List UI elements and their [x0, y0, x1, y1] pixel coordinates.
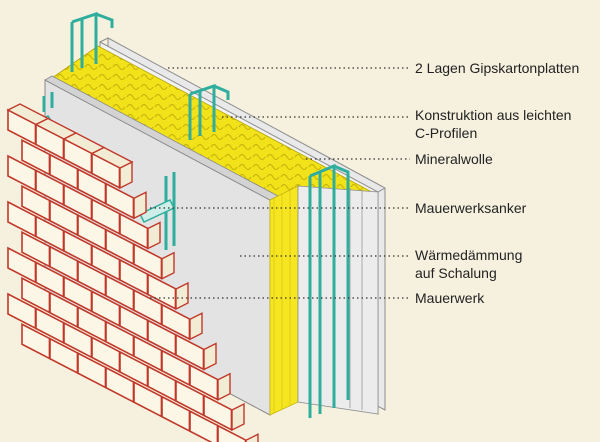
c-profiles [42, 11, 350, 418]
label-c-profiles-line2: C-Profilen [415, 125, 478, 141]
gypsum-board-edges [297, 185, 379, 415]
brick-end-face [175, 281, 189, 311]
brick-end-face [245, 433, 259, 442]
brick-end-face [189, 312, 203, 341]
masonry-bricks [6, 103, 259, 442]
brick-end-face [133, 191, 147, 220]
brick-top-face [90, 146, 134, 169]
label-wall-anchor: Mauerwerksanker [415, 200, 527, 216]
brick [189, 409, 219, 442]
brick-end-face [147, 221, 161, 250]
brick-end-face [161, 251, 175, 280]
label-insulation-line2: auf Schalung [415, 265, 497, 281]
label-gypsum-boards: 2 Lagen Gipskartonplatten [415, 60, 580, 76]
brick [217, 424, 247, 442]
label-mineral-wool: Mineralwolle [415, 151, 493, 167]
label-insulation-line1: Wärmedämmung [415, 247, 523, 263]
leader-lines [150, 67, 410, 299]
brick-end-face [231, 402, 245, 432]
label-masonry: Mauerwerk [415, 290, 485, 306]
mineral-wool-edge [269, 185, 299, 416]
brick-end-face [203, 342, 217, 371]
brick-end-face [217, 372, 231, 401]
label-c-profiles-line1: Konstruktion aus leichten [415, 107, 572, 123]
